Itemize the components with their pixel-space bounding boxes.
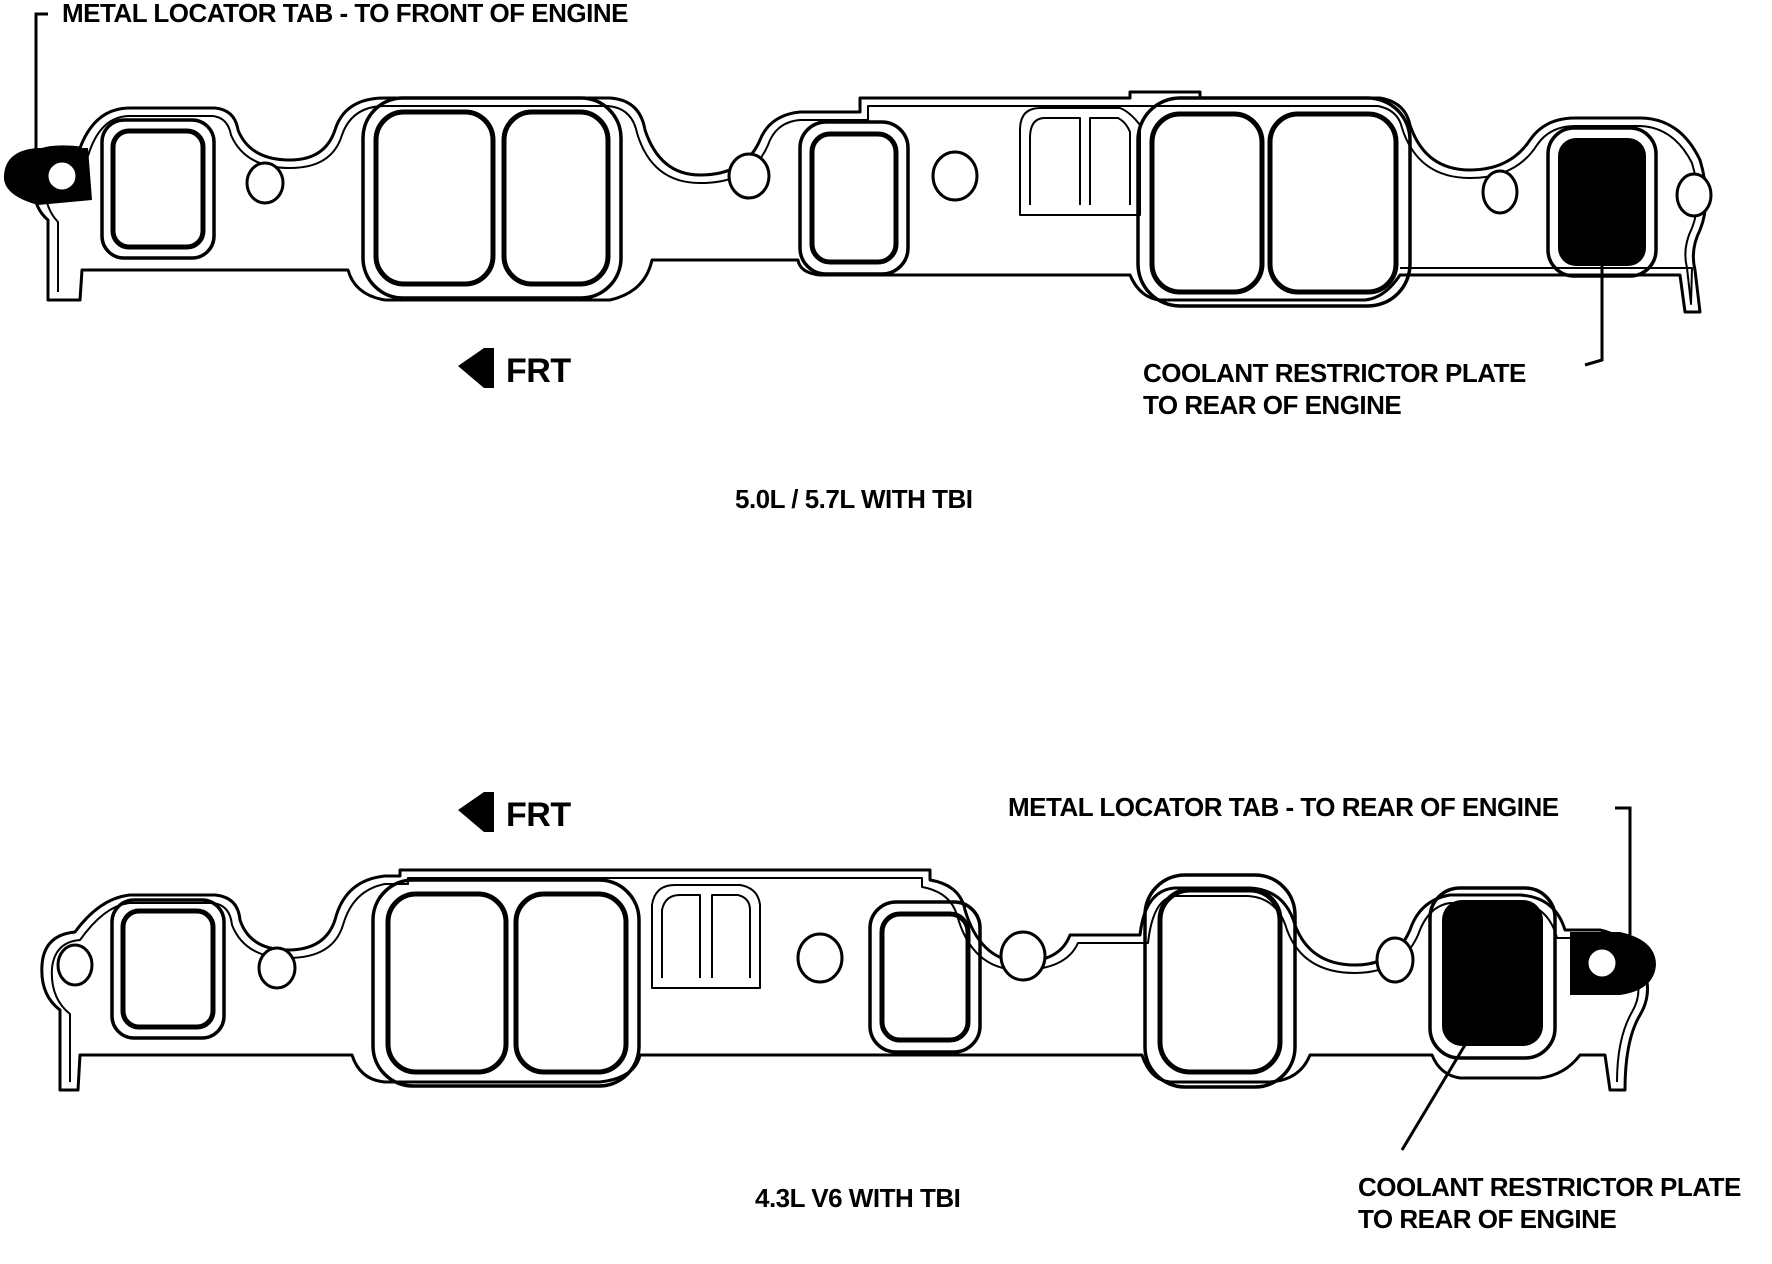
- bottom-coolant-restrictor-plate: [1442, 900, 1543, 1046]
- bottom-heat-crossover: [651, 884, 761, 989]
- top-locator-tab-label: METAL LOCATOR TAB - TO FRONT OF ENGINE: [62, 0, 628, 28]
- top-port-2: [798, 120, 910, 276]
- top-bolt-hole-5: [1675, 172, 1713, 218]
- top-port-2-inner: [809, 131, 899, 265]
- bottom-gasket: [40, 792, 1656, 1151]
- top-double-port-a-left: [373, 109, 496, 287]
- top-double-port-a-right: [501, 109, 611, 287]
- bottom-port-3: [1143, 873, 1297, 1089]
- top-bolt-hole-3: [931, 150, 979, 202]
- bottom-locator-tab-leader: [1615, 806, 1632, 935]
- top-restrictor-label-line2: TO REAR OF ENGINE: [1143, 390, 1401, 420]
- bottom-port-1-inner: [120, 908, 216, 1030]
- top-coolant-restrictor-plate: [1558, 138, 1646, 266]
- bottom-restrictor-label-line2: TO REAR OF ENGINE: [1358, 1204, 1616, 1234]
- bottom-bolt-hole-3: [796, 932, 844, 984]
- top-double-port-b-left: [1149, 111, 1265, 295]
- bottom-restrictor-label-line1: COOLANT RESTRICTOR PLATE: [1358, 1172, 1741, 1202]
- bottom-double-port: [371, 878, 641, 1088]
- bottom-double-port-left: [385, 891, 509, 1075]
- bottom-restrictor-leader: [1400, 1039, 1470, 1151]
- bottom-port-1: [110, 898, 226, 1040]
- bottom-front-label: FRT: [506, 796, 571, 834]
- top-gasket: [3, 12, 1713, 388]
- top-locator-tab-leader: [34, 12, 48, 150]
- bottom-bolt-hole-2: [257, 946, 297, 990]
- bottom-front-arrow-icon: [458, 792, 494, 832]
- top-bolt-hole-1: [245, 161, 285, 205]
- top-gasket-inner-outline: [44, 105, 1699, 305]
- bottom-locator-tab-hole: [1585, 946, 1619, 980]
- bottom-bolt-hole-4: [999, 930, 1047, 982]
- bottom-port-3-inner: [1157, 887, 1283, 1075]
- bottom-gasket-inner-outline: [50, 877, 1640, 1083]
- top-front-arrow-icon: [458, 348, 494, 388]
- bottom-gasket-outline: [40, 868, 1649, 1092]
- bottom-port-2-inner: [879, 911, 971, 1043]
- top-port-1: [100, 118, 216, 260]
- bottom-bolt-hole-5: [1375, 936, 1415, 984]
- bottom-caption: 4.3L V6 WITH TBI: [755, 1183, 960, 1213]
- top-gasket-outline: [32, 90, 1708, 314]
- top-double-port-a: [361, 96, 623, 300]
- top-double-port-b: [1136, 96, 1412, 308]
- top-heat-crossover-inner: [1029, 117, 1131, 205]
- top-double-port-b-right: [1267, 111, 1399, 295]
- bottom-locator-tab-label: METAL LOCATOR TAB - TO REAR OF ENGINE: [1008, 792, 1559, 822]
- top-bolt-hole-4: [1481, 169, 1519, 215]
- top-restrictor-leader: [1584, 266, 1604, 367]
- top-front-label: FRT: [506, 352, 571, 390]
- top-heat-crossover: [1019, 107, 1141, 216]
- bottom-bolt-hole-1: [56, 943, 94, 987]
- top-port-1-inner: [110, 128, 206, 250]
- bottom-double-port-right: [513, 891, 629, 1075]
- top-caption: 5.0L / 5.7L WITH TBI: [735, 484, 973, 514]
- top-locator-tab-hole: [45, 159, 79, 193]
- bottom-restrictor-port: [1428, 886, 1557, 1060]
- bottom-heat-crossover-inner: [661, 894, 751, 978]
- top-restrictor-label-line1: COOLANT RESTRICTOR PLATE: [1143, 358, 1526, 388]
- top-bolt-hole-2: [727, 152, 771, 200]
- bottom-port-2: [868, 900, 982, 1054]
